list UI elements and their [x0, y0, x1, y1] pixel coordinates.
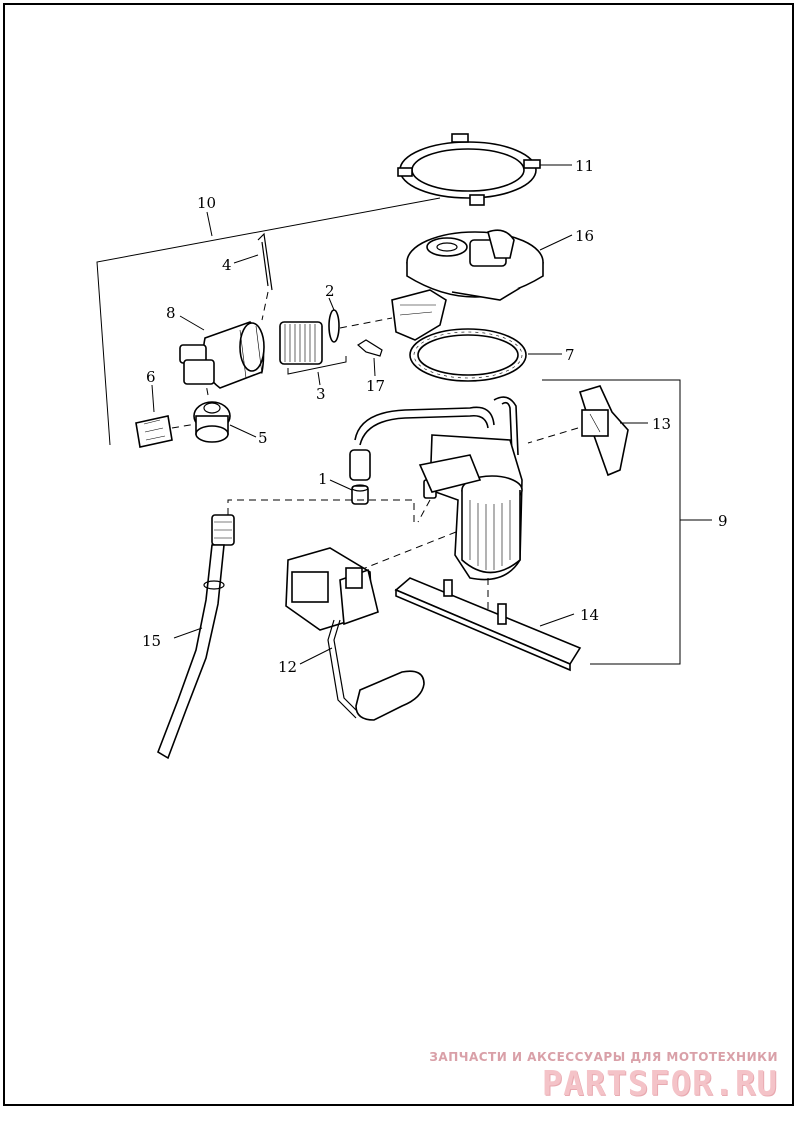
callout-12: 12: [278, 658, 297, 676]
callout-14: 14: [580, 606, 599, 624]
callout-2: 2: [325, 282, 335, 300]
callout-1: 1: [318, 470, 328, 488]
group-bracket-10: [96, 197, 441, 446]
group-bracket-9: [542, 379, 712, 665]
callout-13: 13: [652, 415, 671, 433]
part-4-clip: [233, 232, 273, 321]
watermark-logo: PARTSFOR.RU: [541, 1064, 778, 1104]
part-9-fuel-pump-assembly: [349, 396, 523, 612]
part-6-strainer: [135, 384, 197, 448]
part-3-filter-element: [279, 321, 347, 386]
callout-7: 7: [565, 346, 575, 364]
watermark: ЗАПЧАСТИ И АКСЕССУАРЫ ДЛЯ МОТОТЕХНИКИ PA…: [429, 1050, 778, 1104]
part-7-seal-ring: [409, 328, 562, 382]
part-17-retainer: [339, 317, 393, 377]
callout-16: 16: [575, 227, 594, 245]
part-13-sensor: [527, 385, 648, 477]
part-2-o-ring: [328, 297, 340, 343]
part-14-base-plate: [394, 577, 582, 672]
part-12-level-sender: [285, 547, 425, 721]
callout-5: 5: [258, 429, 268, 447]
part-16-pump-flange: [391, 229, 573, 341]
part-5-regulator: [193, 383, 257, 443]
callout-17: 17: [366, 377, 385, 395]
part-8-filter-housing: [179, 315, 265, 389]
part-11-retaining-ring: [397, 133, 572, 206]
part-15-fuel-hose: [157, 499, 415, 760]
callout-10: 10: [197, 194, 216, 212]
watermark-tagline: ЗАПЧАСТИ И АКСЕССУАРЫ ДЛЯ МОТОТЕХНИКИ: [429, 1050, 778, 1064]
callout-6: 6: [146, 368, 156, 386]
callout-8: 8: [166, 304, 176, 322]
callout-15: 15: [142, 632, 161, 650]
callout-3: 3: [316, 385, 326, 403]
callout-9: 9: [718, 512, 728, 530]
callout-11: 11: [575, 157, 594, 175]
callout-4: 4: [222, 256, 232, 274]
